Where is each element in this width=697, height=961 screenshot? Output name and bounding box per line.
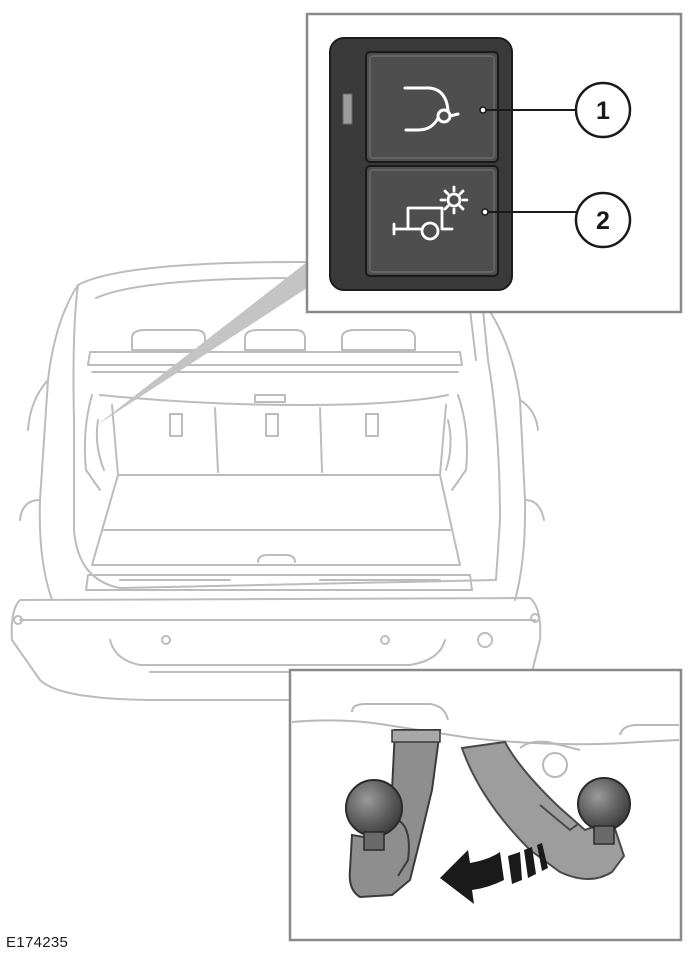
callout-1: 1 bbox=[479, 81, 632, 139]
motion-arrow-icon bbox=[440, 843, 548, 904]
callout-2-number: 2 bbox=[596, 207, 610, 235]
zoom-pointer bbox=[97, 262, 307, 425]
figure-id: E174235 bbox=[6, 934, 69, 951]
trailer-light-test-switch[interactable] bbox=[365, 165, 499, 277]
tow-ball-stowed bbox=[577, 777, 631, 831]
vehicle-rear-view bbox=[10, 261, 545, 701]
callout-1-number: 1 bbox=[596, 97, 610, 125]
tow-bar-deployed bbox=[345, 729, 442, 899]
tow-hitch-release-switch[interactable] bbox=[365, 51, 499, 163]
trailer-light-icon bbox=[392, 185, 469, 241]
callout-2: 2 bbox=[481, 191, 632, 249]
tow-hitch-icon bbox=[403, 86, 460, 132]
tow-bar-stowed bbox=[460, 740, 631, 880]
tow-ball-deployed bbox=[345, 779, 403, 837]
